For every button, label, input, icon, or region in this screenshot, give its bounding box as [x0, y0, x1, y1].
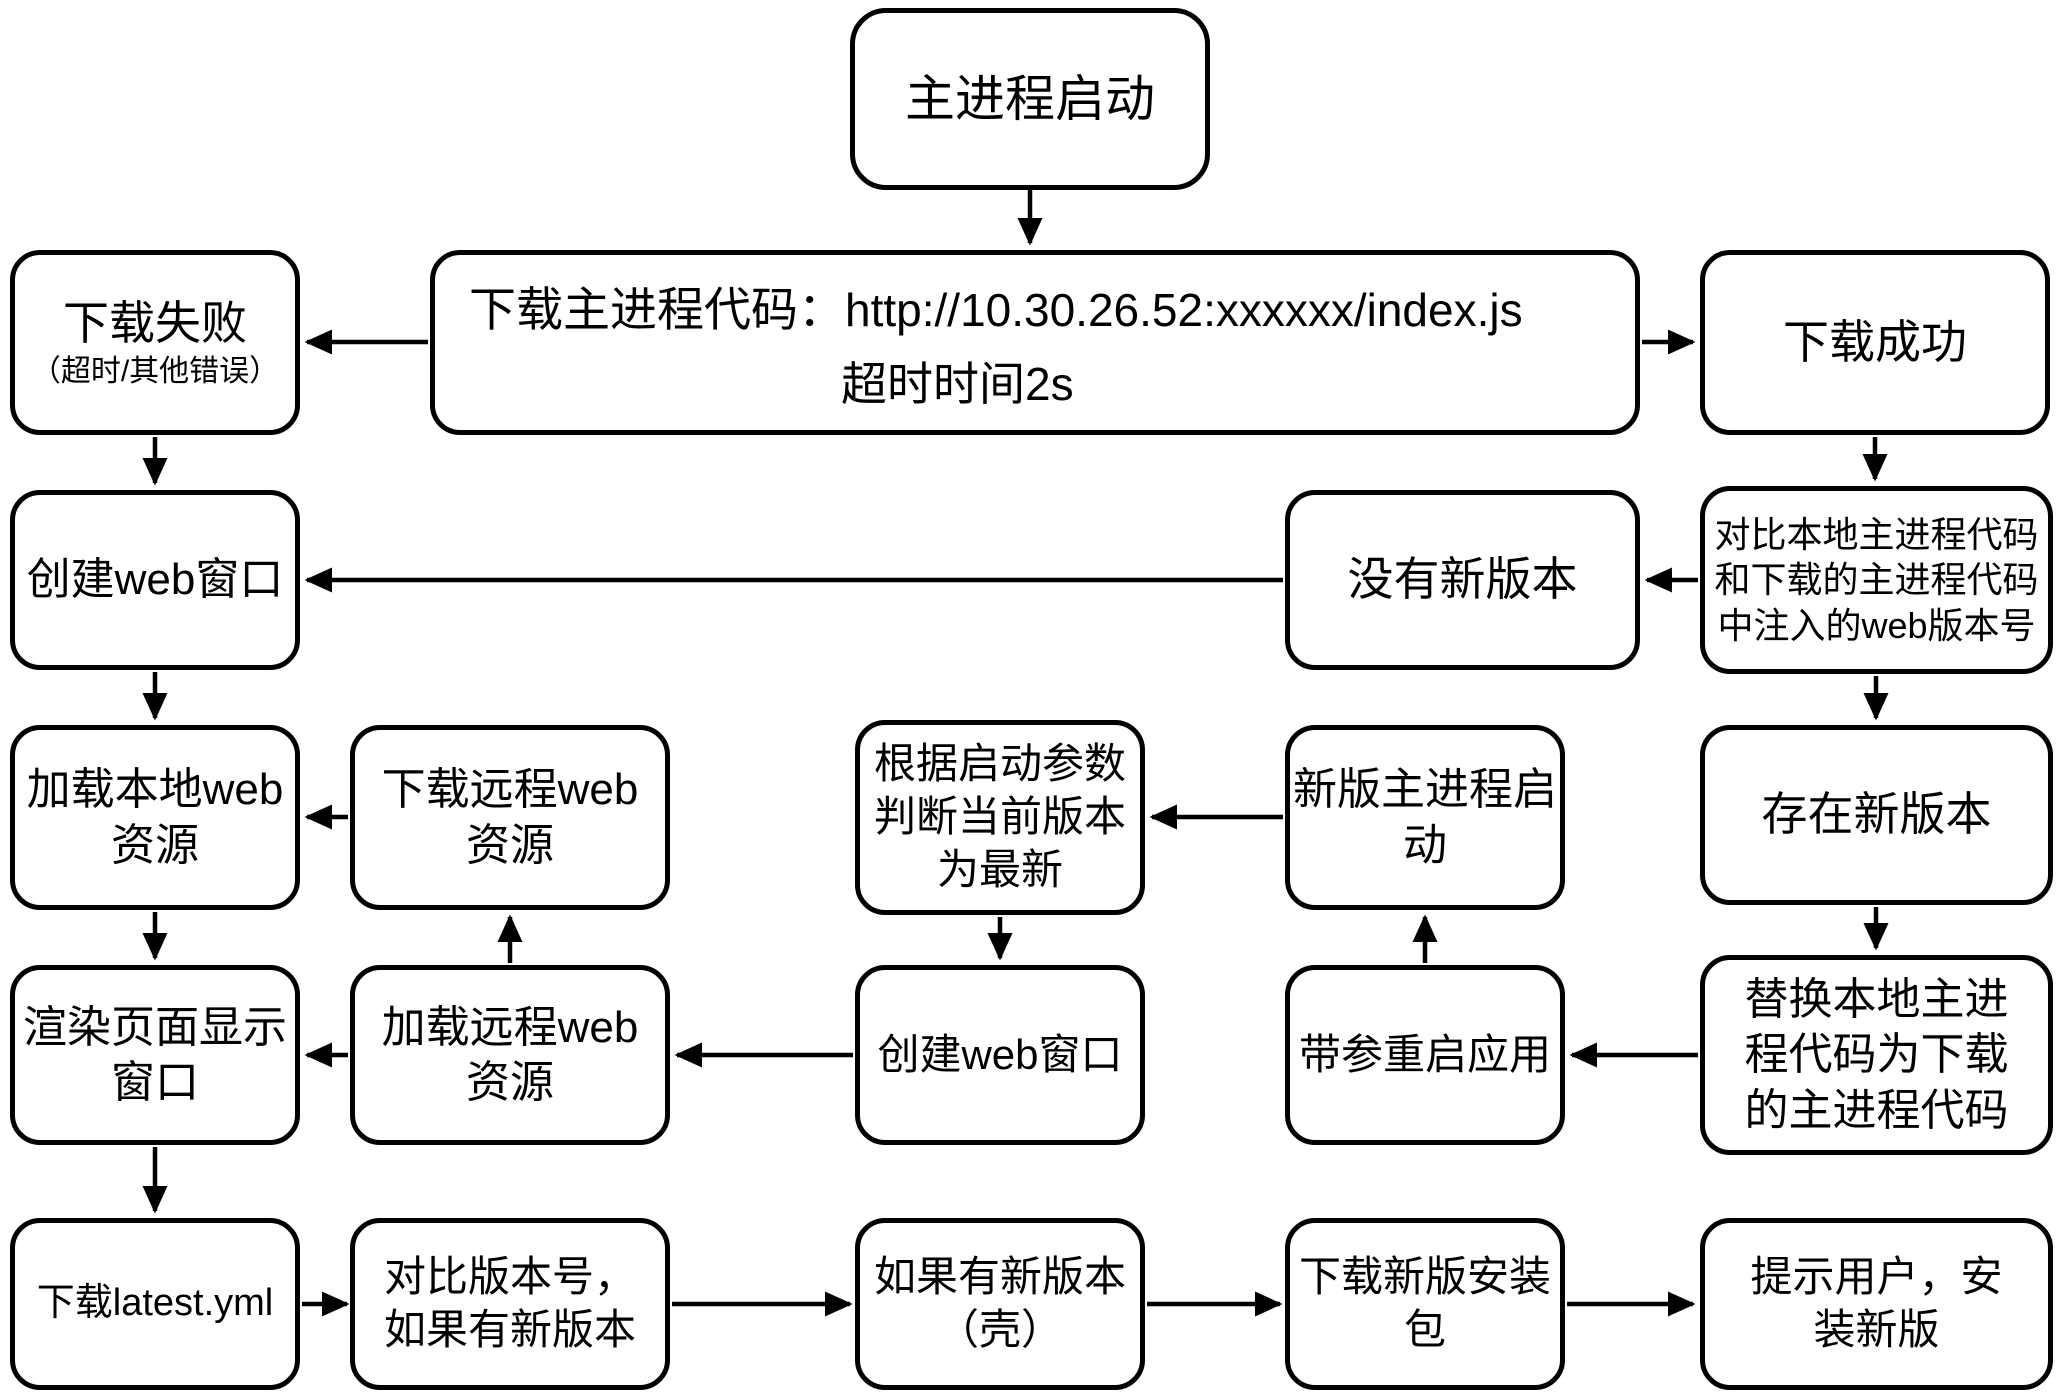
node-main-process-start: 主进程启动	[850, 8, 1210, 190]
node-load-local-web: 加载本地web 资源	[10, 725, 300, 910]
node-new-version-shell: 如果有新版本 （壳）	[855, 1218, 1145, 1390]
node-download-main-code-timeout: 超时时间2s	[841, 358, 1074, 410]
node-compare-web-version: 对比本地主进程代码 和下载的主进程代码 中注入的web版本号	[1700, 486, 2053, 674]
node-check-latest-by-args-label: 根据启动参数 判断当前版本 为最新	[873, 740, 1126, 893]
node-download-installer-label: 下载新版安装 包	[1298, 1253, 1551, 1353]
node-check-latest-by-args: 根据启动参数 判断当前版本 为最新	[855, 720, 1145, 915]
node-download-latest-yml-label: 下载latest.yml	[36, 1282, 274, 1325]
node-load-local-web-label: 加载本地web 资源	[26, 765, 284, 870]
node-download-failed-line1: 下载失败	[63, 296, 247, 349]
node-render-page-window: 渲染页面显示 窗口	[10, 965, 300, 1145]
node-main-process-start-label: 主进程启动	[905, 70, 1155, 127]
node-has-new-version-label: 存在新版本	[1761, 788, 1992, 841]
node-replace-local-code: 替换本地主进 程代码为下载 的主进程代码	[1700, 955, 2053, 1155]
node-download-failed: 下载失败 （超时/其他错误）	[10, 250, 300, 435]
node-download-main-code-label: 下载主进程代码： http://10.30.26.52:xxxxxx/index…	[469, 271, 1523, 414]
node-create-web-window-1: 创建web窗口	[10, 490, 300, 670]
node-download-installer: 下载新版安装 包	[1285, 1218, 1565, 1390]
node-new-main-process-start-label: 新版主进程启 动	[1293, 765, 1557, 870]
node-prompt-user-install-label: 提示用户，安 装新版	[1750, 1253, 2003, 1353]
node-render-page-window-label: 渲染页面显示 窗口	[23, 1002, 287, 1107]
node-create-web-window-2: 创建web窗口	[855, 965, 1145, 1145]
node-download-success-label: 下载成功	[1783, 315, 1967, 368]
node-prompt-user-install: 提示用户，安 装新版	[1700, 1218, 2053, 1390]
node-has-new-version: 存在新版本	[1700, 725, 2053, 905]
node-download-main-code: 下载主进程代码： http://10.30.26.52:xxxxxx/index…	[430, 250, 1640, 435]
node-create-web-window-2-label: 创建web窗口	[877, 1030, 1123, 1078]
node-download-main-code-text: 下载主进程代码：	[469, 283, 845, 336]
node-new-version-shell-label: 如果有新版本 （壳）	[873, 1253, 1126, 1353]
node-create-web-window-1-label: 创建web窗口	[26, 555, 284, 605]
node-no-new-version-label: 没有新版本	[1347, 553, 1578, 606]
node-new-main-process-start: 新版主进程启 动	[1285, 725, 1565, 910]
node-download-success: 下载成功	[1700, 250, 2050, 435]
node-restart-with-args: 带参重启应用	[1285, 965, 1565, 1145]
node-replace-local-code-label: 替换本地主进 程代码为下载 的主进程代码	[1744, 974, 2009, 1135]
node-compare-web-version-label: 对比本地主进程代码 和下载的主进程代码 中注入的web版本号	[1714, 513, 2039, 646]
node-restart-with-args-label: 带参重启应用	[1298, 1030, 1551, 1078]
node-download-remote-web-label: 下载远程web 资源	[381, 765, 639, 870]
node-load-remote-web: 加载远程web 资源	[350, 965, 670, 1145]
node-no-new-version: 没有新版本	[1285, 490, 1640, 670]
node-download-latest-yml: 下载latest.yml	[10, 1218, 300, 1390]
node-download-main-code-url: http://10.30.26.52:xxxxxx/index.js	[845, 284, 1523, 336]
node-download-failed-label: 下载失败 （超时/其他错误）	[31, 295, 279, 391]
node-load-remote-web-label: 加载远程web 资源	[381, 1002, 639, 1107]
node-download-failed-line2: （超时/其他错误）	[30, 354, 280, 388]
node-download-remote-web: 下载远程web 资源	[350, 725, 670, 910]
node-compare-version-number: 对比版本号， 如果有新版本	[350, 1218, 670, 1390]
node-compare-version-number-label: 对比版本号， 如果有新版本	[383, 1253, 636, 1353]
